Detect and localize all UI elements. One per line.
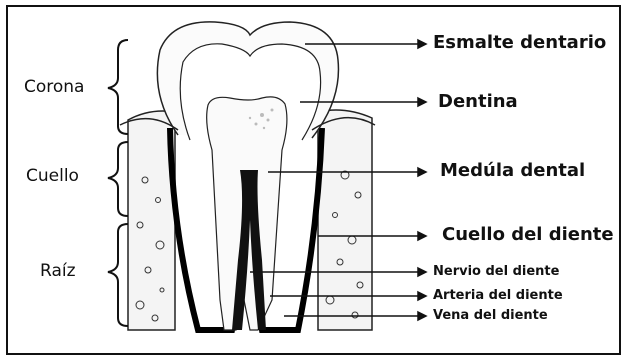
label-corona: Corona: [24, 79, 84, 96]
label-cuello-del-diente: Cuello del diente: [442, 226, 614, 244]
bone-right: [318, 110, 372, 330]
brace-cuello: [108, 142, 128, 216]
brace-corona: [108, 40, 128, 134]
label-esmalte-dentario: Esmalte dentario: [433, 34, 606, 52]
label-arteria: Arteria del diente: [433, 289, 563, 302]
brace-raiz: [108, 224, 128, 326]
label-nervio: Nervio del diente: [433, 265, 559, 278]
label-raiz: Raíz: [40, 263, 76, 280]
label-medula-dental: Medúla dental: [440, 162, 585, 180]
label-cuello: Cuello: [26, 168, 79, 185]
label-dentina: Dentina: [438, 93, 518, 111]
label-vena: Vena del diente: [433, 309, 548, 322]
